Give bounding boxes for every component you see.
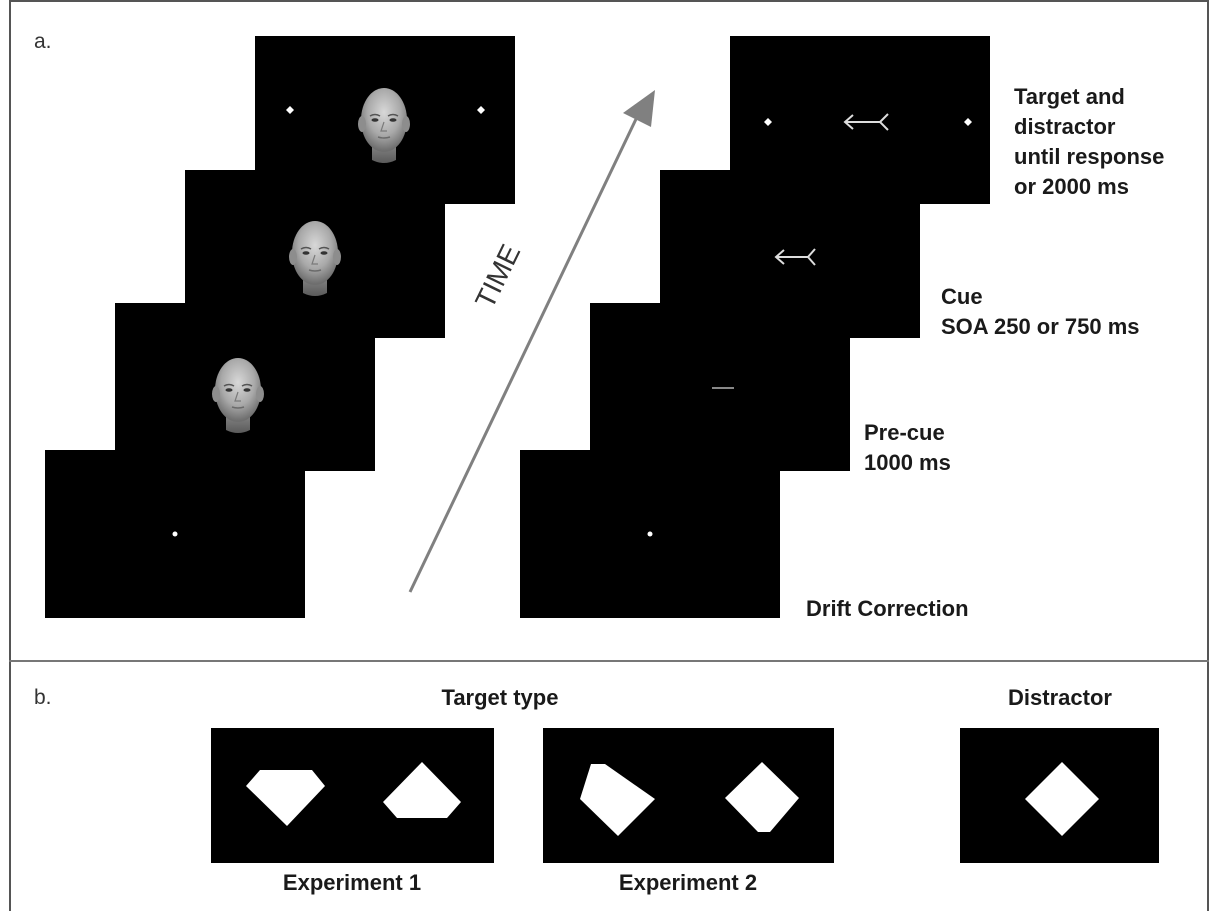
target-label-line: until response (1014, 144, 1165, 169)
fixation-dot (647, 531, 653, 537)
target-stage-label: Target and distractor until response or … (1014, 82, 1164, 202)
experiment-1-label: Experiment 1 (282, 870, 422, 895)
cue-arrow-icon (774, 248, 816, 266)
precue-stage-label: Pre-cue 1000 ms (864, 418, 951, 478)
drift-stage-label: Drift Correction (806, 594, 969, 624)
cue-label-line: Cue (941, 284, 983, 309)
experiment-2-label: Experiment 2 (618, 870, 758, 895)
drift-label-line: Drift Correction (806, 596, 969, 621)
time-arrow-line (408, 116, 639, 593)
target-type-title: Target type (441, 685, 559, 710)
cue-stage-label: Cue SOA 250 or 750 ms (941, 282, 1140, 342)
distractor-shape (1025, 762, 1099, 836)
cue-label-line: SOA 250 or 750 ms (941, 314, 1140, 339)
target-shape-exp1-top-cut (246, 770, 325, 826)
target-shape-exp2-left-cut (580, 764, 655, 836)
panel-a-label: a. (34, 30, 52, 53)
target-marker-left (764, 118, 772, 126)
cue-arrow-icon (843, 113, 889, 131)
target-label-line: distractor (1014, 114, 1116, 139)
target-shape-exp1-bottom-cut (383, 762, 461, 818)
precue-label-line: 1000 ms (864, 450, 951, 475)
panel-border-top (9, 0, 1209, 2)
panel-border-right (1207, 0, 1209, 911)
target-marker-left (286, 106, 294, 114)
panel-divider (9, 660, 1209, 662)
distractor-title: Distractor (1008, 685, 1112, 710)
target-marker-right (477, 106, 485, 114)
precue-label-line: Pre-cue (864, 420, 945, 445)
panel-border-left (9, 0, 11, 911)
target-shape-exp2-bottom-cut (725, 762, 799, 832)
panel-b-label: b. (34, 686, 52, 709)
target-label-line: or 2000 ms (1014, 174, 1129, 199)
time-arrow-head (623, 90, 655, 127)
fixation-dot (172, 531, 178, 537)
target-marker-right (964, 118, 972, 126)
target-label-line: Target and (1014, 84, 1125, 109)
